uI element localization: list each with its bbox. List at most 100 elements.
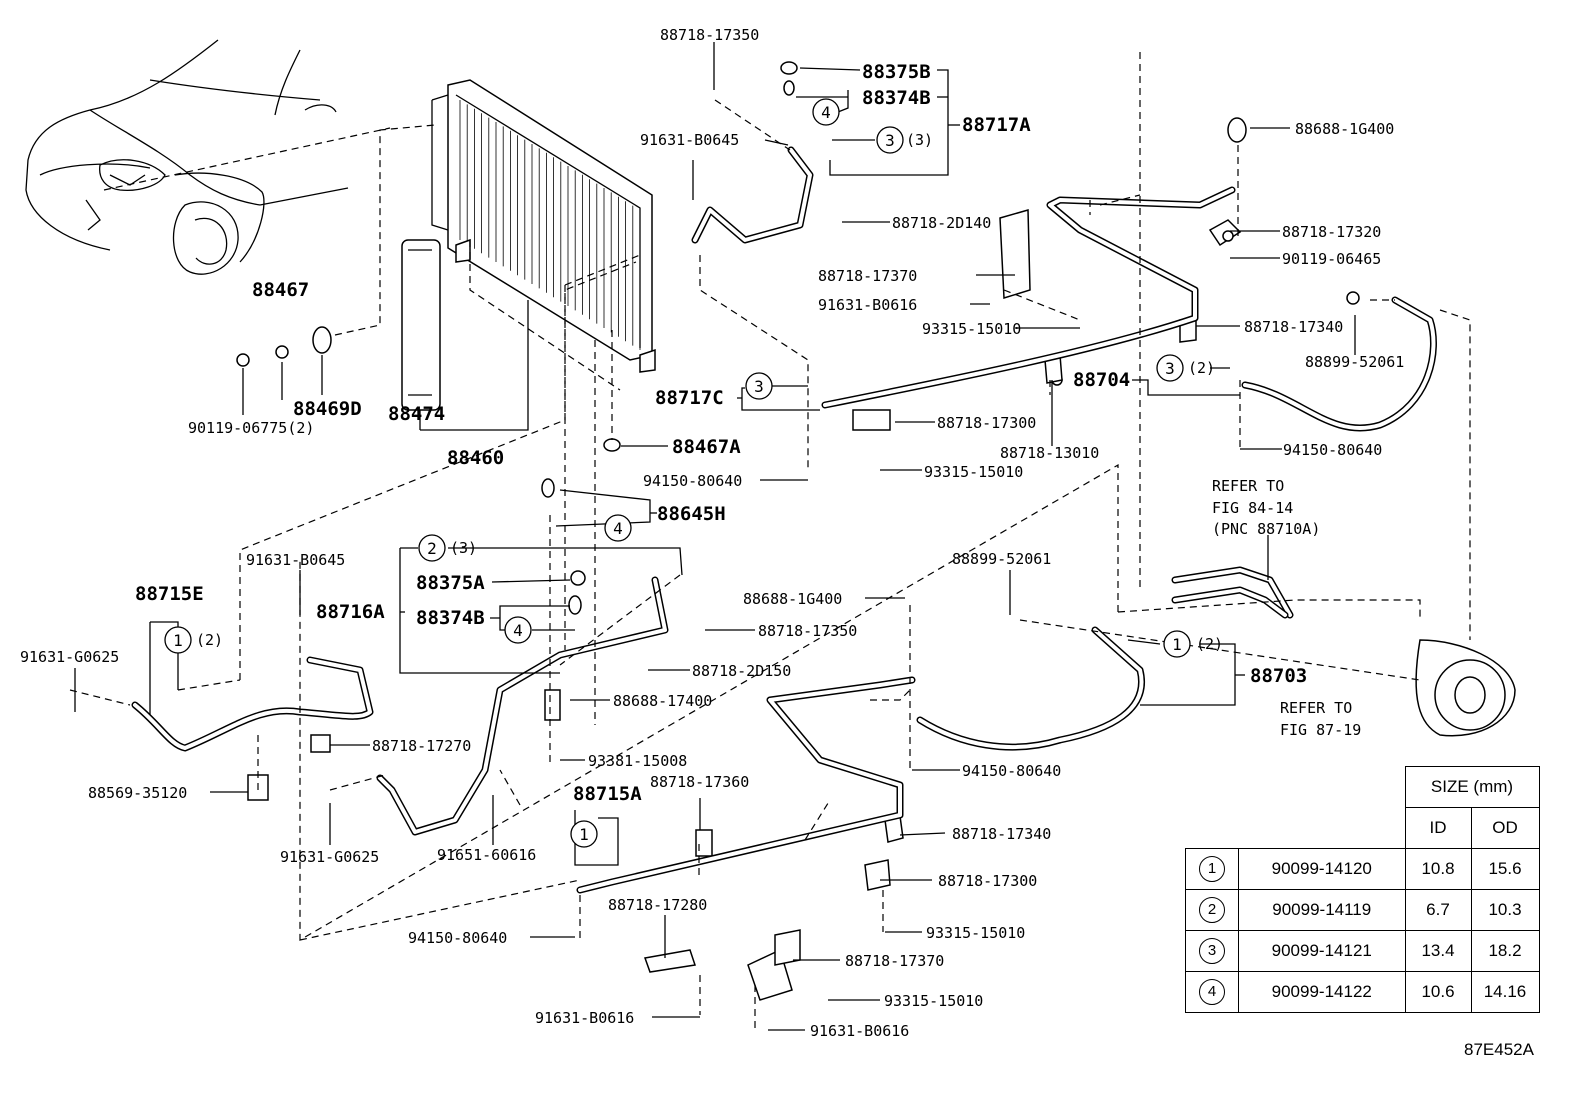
part-label: 91631-B0616 bbox=[535, 1009, 634, 1027]
part-label: 88467 bbox=[252, 279, 309, 301]
od-cell: 18.2 bbox=[1470, 930, 1540, 972]
table-row: 1 90099-14120 10.8 15.6 bbox=[1185, 848, 1540, 890]
part-label: 90119-06775(2) bbox=[188, 419, 314, 437]
od-cell: 14.16 bbox=[1470, 971, 1540, 1013]
part-label: 91631-B0645 bbox=[246, 551, 345, 569]
part-label: 88718-17340 bbox=[952, 825, 1051, 843]
refer-note-line: FIG 87-19 bbox=[1280, 721, 1361, 739]
size-header: SIZE (mm) bbox=[1404, 766, 1540, 808]
o-ring-3-marker: 3 bbox=[885, 131, 895, 150]
part-labels: 88718-17350 88375B 88374B 88717A 91631-B… bbox=[20, 26, 1404, 1040]
part-label: 88718-17360 bbox=[650, 773, 749, 791]
part-label: 88374B bbox=[862, 87, 931, 109]
id-cell: 10.8 bbox=[1404, 848, 1472, 890]
part-label: 94150-80640 bbox=[408, 929, 507, 947]
part-label: 88645H bbox=[657, 503, 726, 525]
refer-note-line: REFER TO bbox=[1212, 477, 1284, 495]
part-label: 88703 bbox=[1250, 665, 1307, 687]
o-ring-symbol: 4 bbox=[1199, 979, 1225, 1005]
o-ring-4-marker: 4 bbox=[821, 103, 831, 122]
part-label: 91631-B0645 bbox=[640, 131, 739, 149]
qty-note: (2) bbox=[196, 631, 223, 649]
o-ring-symbol: 3 bbox=[1199, 938, 1225, 964]
refer-note-line: (PNC 88710A) bbox=[1212, 520, 1320, 538]
part-label: 88375B bbox=[862, 61, 931, 83]
o-ring-4-marker: 4 bbox=[613, 519, 623, 538]
vehicle-outline bbox=[25, 39, 391, 275]
o-ring-markers: 4 3 3 3 4 2 4 1 1 1 bbox=[164, 98, 1191, 848]
part-label: 88374B bbox=[416, 607, 485, 629]
part-label: 88375A bbox=[416, 572, 485, 594]
table-row: 3 90099-14121 13.4 18.2 bbox=[1185, 930, 1540, 972]
part-number-cell: 90099-14120 bbox=[1238, 848, 1406, 890]
o-ring-symbol: 1 bbox=[1199, 856, 1225, 882]
part-number-cell: 90099-14121 bbox=[1238, 930, 1406, 972]
o-ring-1-marker: 1 bbox=[1172, 635, 1182, 654]
part-label: 93315-15010 bbox=[884, 992, 983, 1010]
o-ring-symbol: 2 bbox=[1199, 897, 1225, 923]
part-number-cell: 90099-14119 bbox=[1238, 889, 1406, 931]
part-label: 88688-17400 bbox=[613, 692, 712, 710]
part-label: 88718-17280 bbox=[608, 896, 707, 914]
part-label: 88718-17320 bbox=[1282, 223, 1381, 241]
o-ring-2-marker: 2 bbox=[427, 539, 437, 558]
part-label: 88718-2D150 bbox=[692, 662, 791, 680]
qty-note: (3) bbox=[906, 131, 933, 149]
pipes bbox=[131, 146, 1437, 894]
od-header: OD bbox=[1470, 807, 1540, 849]
od-cell: 15.6 bbox=[1470, 848, 1540, 890]
part-label: 88718-17270 bbox=[372, 737, 471, 755]
part-label: 88688-1G400 bbox=[743, 590, 842, 608]
refer-note-line: REFER TO bbox=[1280, 699, 1352, 717]
quantity-notes: (3) (2) (2) (3) (2) bbox=[196, 131, 1223, 653]
part-label: 88469D bbox=[293, 398, 362, 420]
part-label: 88718-2D140 bbox=[892, 214, 991, 232]
refer-note-line: FIG 84-14 bbox=[1212, 499, 1293, 517]
part-label: 88717A bbox=[962, 114, 1031, 136]
part-label: 88899-52061 bbox=[1305, 353, 1404, 371]
part-label: 88718-17370 bbox=[845, 952, 944, 970]
part-label: 91631-G0625 bbox=[20, 648, 119, 666]
od-cell: 10.3 bbox=[1470, 889, 1540, 931]
part-label: 88718-17300 bbox=[938, 872, 1037, 890]
part-label: 88718-17340 bbox=[1244, 318, 1343, 336]
part-label: 91631-B0616 bbox=[818, 296, 917, 314]
o-ring-3-marker: 3 bbox=[1165, 359, 1175, 378]
part-label: 88474 bbox=[388, 403, 445, 425]
part-label: 94150-80640 bbox=[962, 762, 1061, 780]
misc-small-parts bbox=[236, 61, 1516, 1001]
refer-notes: REFER TO FIG 84-14 (PNC 88710A) REFER TO… bbox=[1212, 477, 1361, 739]
part-label: 94150-80640 bbox=[643, 472, 742, 490]
part-label: 88715E bbox=[135, 583, 204, 605]
id-cell: 13.4 bbox=[1404, 930, 1472, 972]
part-label: 88460 bbox=[447, 447, 504, 469]
part-label: 91651-60616 bbox=[437, 846, 536, 864]
part-label: 88718-13010 bbox=[1000, 444, 1099, 462]
o-ring-size-table: SIZE (mm) ID OD 1 90099-14120 10.8 15.6 … bbox=[1185, 766, 1540, 1013]
part-label: 88467A bbox=[672, 436, 741, 458]
part-label: 88718-17350 bbox=[758, 622, 857, 640]
id-cell: 6.7 bbox=[1404, 889, 1472, 931]
part-label: 88718-17370 bbox=[818, 267, 917, 285]
o-ring-4-marker: 4 bbox=[513, 621, 523, 640]
part-label: 88718-17350 bbox=[660, 26, 759, 44]
id-cell: 10.6 bbox=[1404, 971, 1472, 1013]
part-label: 88688-1G400 bbox=[1295, 120, 1394, 138]
qty-note: (2) bbox=[1188, 359, 1215, 377]
id-header: ID bbox=[1404, 807, 1472, 849]
part-number-cell: 90099-14122 bbox=[1238, 971, 1406, 1013]
part-label: 93315-15010 bbox=[922, 320, 1021, 338]
table-row: 2 90099-14119 6.7 10.3 bbox=[1185, 889, 1540, 931]
part-label: 88716A bbox=[316, 601, 385, 623]
part-label: 88717C bbox=[655, 387, 724, 409]
part-label: 90119-06465 bbox=[1282, 250, 1381, 268]
qty-note: (2) bbox=[1196, 635, 1223, 653]
figure-code: 87E452A bbox=[1464, 1040, 1534, 1059]
part-label: 88899-52061 bbox=[952, 550, 1051, 568]
condenser bbox=[431, 79, 656, 373]
dashed-guides bbox=[69, 52, 1471, 1030]
part-label: 88569-35120 bbox=[88, 784, 187, 802]
part-label: 88718-17300 bbox=[937, 414, 1036, 432]
part-label: 88704 bbox=[1073, 369, 1130, 391]
